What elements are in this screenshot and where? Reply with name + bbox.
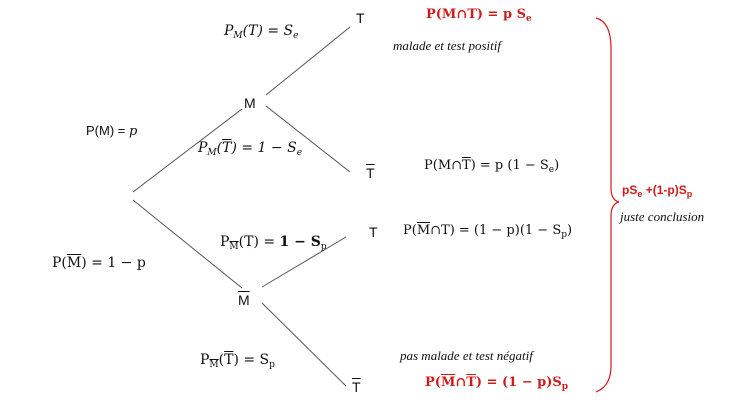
branch-mbar-to-tbar xyxy=(261,302,347,387)
result-m-and-tbar: P(M∩T) = p (1 − Se) xyxy=(424,158,560,175)
node-t-2: T xyxy=(369,224,378,240)
result-m-and-t: P(M∩T) = p Se xyxy=(426,7,532,24)
branch-m-to-t xyxy=(265,26,351,96)
node-tbar-1: T xyxy=(366,165,375,181)
summary-brace xyxy=(595,17,620,393)
note-conclusion: juste conclusion xyxy=(620,209,705,224)
result-mbar-and-tbar: P(M∩T) = (1 − p)Sp xyxy=(425,375,569,392)
branch-root-to-m xyxy=(132,108,243,193)
node-mbar: M xyxy=(238,292,250,308)
prob-m: P(M) = p xyxy=(86,123,138,139)
node-tbar-bottom: T xyxy=(352,379,361,395)
prob-m-tbar: PM(T) = 1 − Se xyxy=(198,140,303,158)
note-positive: malade et test positif xyxy=(393,38,501,53)
sum-formula: pSe +(1-p)Sp xyxy=(622,183,693,199)
prob-mbar: P(M) = 1 − p xyxy=(52,255,146,271)
prob-mbar-t: PM(T) = 1 − Sp xyxy=(220,234,327,252)
branch-root-to-mbar xyxy=(132,199,243,289)
node-m: M xyxy=(244,95,256,111)
branch-m-to-tbar xyxy=(265,105,351,173)
result-mbar-and-t: P(M∩T) = (1 − p)(1 − Sp) xyxy=(403,223,573,240)
prob-mbar-tbar: PM(T) = Sp xyxy=(200,352,275,370)
node-t-top: T xyxy=(356,10,365,26)
branch-mbar-to-t xyxy=(261,236,347,288)
note-negative: pas malade et test négatif xyxy=(400,348,533,363)
prob-m-t: PM(T) = Se xyxy=(224,23,299,41)
